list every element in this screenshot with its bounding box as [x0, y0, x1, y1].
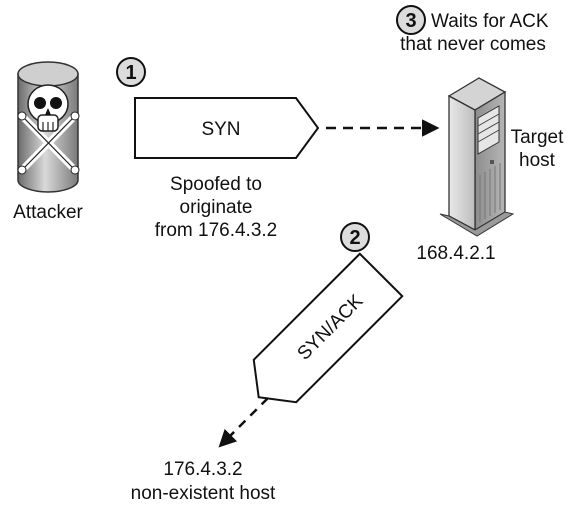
- step-1-number: 1: [125, 62, 136, 84]
- step-3-badge: 3: [396, 5, 426, 35]
- target-server-icon: [439, 77, 515, 237]
- target-label-line-2: host: [519, 150, 556, 171]
- spoof-note-line-3: from 176.4.3.2: [155, 220, 278, 241]
- attacker-label: Attacker: [13, 202, 83, 223]
- target-label-line-1: Target: [511, 127, 565, 148]
- spoof-note-line-2: originate: [180, 197, 253, 218]
- skull-icon: [27, 84, 69, 132]
- nonexistent-host-label: non-existent host: [131, 483, 276, 504]
- syn-packet: SYN: [134, 97, 320, 159]
- wait-note-line-1: Waits for ACK: [431, 11, 549, 32]
- nonexistent-host-ip: 176.4.3.2: [163, 459, 242, 480]
- wait-note-line-2: that never comes: [400, 34, 546, 55]
- step-1-badge: 1: [116, 57, 146, 87]
- step-2-badge: 2: [340, 222, 370, 252]
- synack-dashed-arrow: [218, 397, 269, 448]
- step-2-number: 2: [349, 227, 360, 249]
- target-ip: 168.4.2.1: [416, 243, 495, 264]
- spoof-note-line-1: Spoofed to: [170, 174, 262, 195]
- syn-packet-label: SYN: [201, 119, 240, 140]
- step-3-number: 3: [405, 10, 416, 32]
- crossbones-icon: [17, 111, 80, 175]
- synack-packet: SYN/ACK: [252, 252, 404, 404]
- attacker-icon: [17, 61, 80, 193]
